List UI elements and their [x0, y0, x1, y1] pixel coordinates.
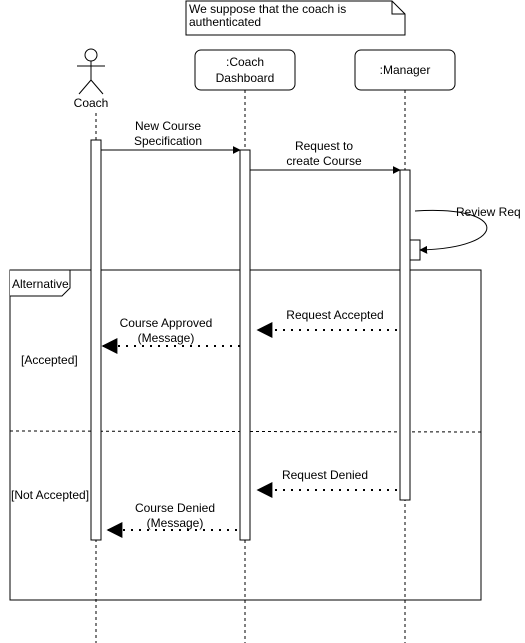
dashboard-label-line-1: :Coach — [226, 55, 264, 69]
message-request-create: Request to create Course — [250, 139, 401, 174]
note-line-2: authenticated — [189, 15, 261, 29]
message-course-approved-line-1: Course Approved — [120, 316, 213, 330]
message-new-course: New Course Specification — [101, 119, 241, 154]
dashboard-lifeline-head: :Coach Dashboard — [194, 49, 296, 91]
coach-actor: Coach — [74, 48, 109, 110]
manager-label: :Manager — [380, 63, 431, 77]
message-course-denied-line-2: (Message) — [147, 516, 204, 530]
manager-lifeline-head: :Manager — [354, 49, 456, 91]
message-review-label: Review Req — [456, 205, 521, 219]
guard-not-accepted: [Not Accepted] — [11, 488, 89, 502]
coach-head-icon — [84, 48, 98, 62]
message-request-create-line-1: Request to — [295, 139, 353, 153]
manager-activation — [399, 169, 411, 501]
alternative-fragment: Alternative [Accepted] [Not Accepted] — [9, 269, 482, 601]
message-course-denied-line-1: Course Denied — [135, 501, 215, 515]
message-course-denied: Course Denied (Message) — [106, 501, 237, 538]
coach-label: Coach — [74, 96, 109, 110]
message-request-denied: Request Denied — [256, 468, 397, 498]
guard-accepted: [Accepted] — [21, 353, 78, 367]
message-request-create-line-2: create Course — [286, 154, 362, 168]
assumption-note: We suppose that the coach is authenticat… — [185, 0, 406, 36]
message-new-course-line-1: New Course — [135, 119, 201, 133]
message-review: Review Req — [414, 205, 521, 254]
message-request-accepted: Request Accepted — [256, 308, 397, 338]
message-course-approved-line-2: (Message) — [138, 331, 195, 345]
message-new-course-line-2: Specification — [134, 134, 202, 148]
note-line-1: We suppose that the coach is — [189, 2, 346, 16]
message-course-approved: Course Approved (Message) — [101, 316, 240, 354]
dashboard-label-line-2: Dashboard — [216, 71, 275, 85]
coach-activation — [90, 139, 102, 541]
dashboard-activation — [239, 149, 251, 541]
message-request-denied-label: Request Denied — [282, 468, 368, 482]
message-request-accepted-label: Request Accepted — [286, 308, 383, 322]
fragment-name: Alternative — [12, 277, 69, 291]
manager-self-activation — [409, 239, 421, 261]
